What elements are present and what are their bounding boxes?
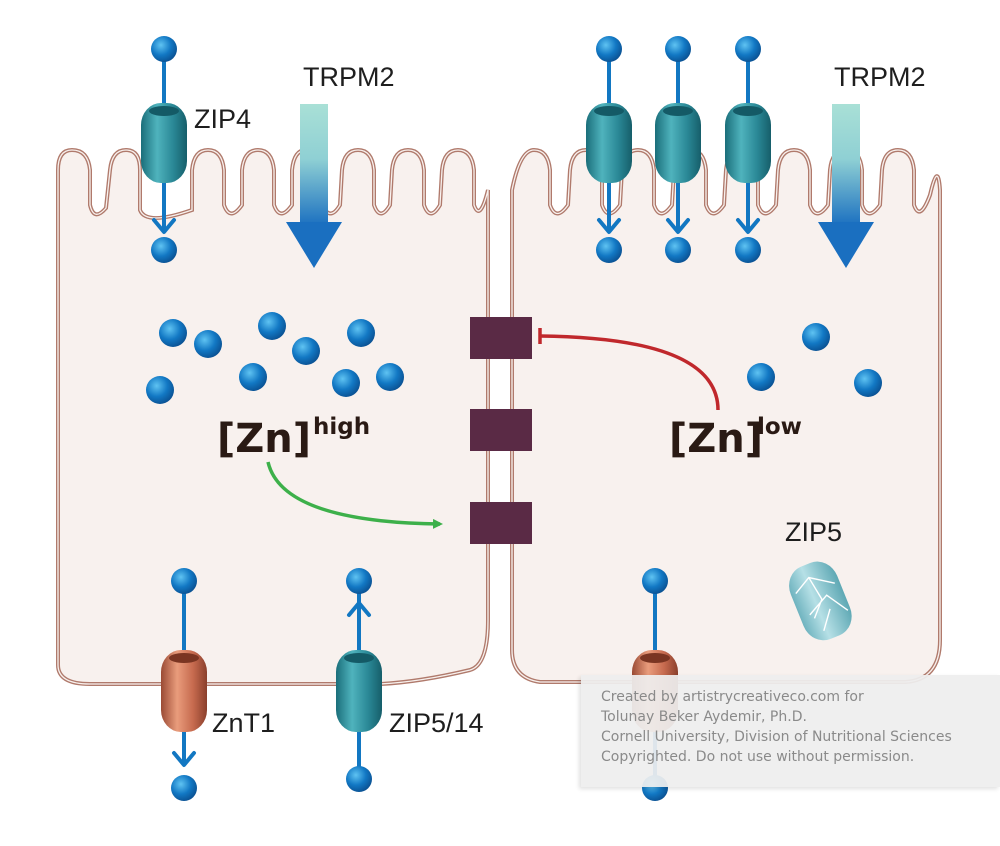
zinc-ion: [665, 36, 691, 62]
znt1-label: ZnT1: [212, 708, 275, 738]
zip4-transporter-right-1: [586, 103, 632, 183]
zinc-ion: [642, 568, 668, 594]
zip4-transporter-right-2: [655, 103, 701, 183]
zip4-transporter-right-3: [725, 103, 771, 183]
zinc-ion: [258, 312, 286, 340]
credit-line-4: Copyrighted. Do not use without permissi…: [601, 749, 915, 765]
zinc-ion: [159, 319, 187, 347]
zn-low-superscript: low: [757, 414, 802, 440]
zinc-ion: [854, 369, 882, 397]
zinc-ion: [239, 363, 267, 391]
credit-line-2: Tolunay Beker Aydemir, Ph.D.: [601, 709, 807, 725]
zinc-ion: [171, 775, 197, 801]
zinc-ion: [735, 36, 761, 62]
zinc-ions: [146, 36, 882, 801]
zinc-ion: [346, 766, 372, 792]
zinc-ion: [376, 363, 404, 391]
zn-low-label: [Zn]: [669, 416, 763, 462]
transport-arrowheads: [152, 218, 760, 767]
zinc-ion: [596, 36, 622, 62]
zip5-14-label: ZIP5/14: [389, 708, 484, 738]
copyright-notice: Created by artistrycreativeco.com for To…: [581, 675, 1000, 787]
trpm2-arrow-right: [818, 104, 874, 268]
zip5-internalized-transporter: [789, 561, 852, 641]
zinc-ion: [346, 568, 372, 594]
zinc-ion: [332, 369, 360, 397]
zinc-ion: [146, 376, 174, 404]
trpm2-label-left: TRPM2: [303, 62, 395, 92]
zn-high-superscript: high: [313, 414, 370, 440]
zip5-label: ZIP5: [785, 517, 842, 547]
tight-junction-middle: [470, 409, 532, 451]
zinc-ion: [747, 363, 775, 391]
zinc-ion: [802, 323, 830, 351]
tight-junction-top: [470, 317, 532, 359]
zn-high-label: [Zn]: [217, 416, 311, 462]
credit-line-1: Created by artistrycreativeco.com for: [601, 689, 864, 705]
zip4-label: ZIP4: [194, 104, 251, 134]
trpm2-arrow-left: [286, 104, 342, 268]
zinc-ion: [171, 568, 197, 594]
credit-line-3: Cornell University, Division of Nutritio…: [601, 729, 952, 745]
trpm2-label-right: TRPM2: [834, 62, 926, 92]
zinc-ion: [292, 337, 320, 365]
activation-arrow: [266, 461, 443, 529]
zip5-14-transporter: [336, 650, 382, 732]
zinc-ion: [194, 330, 222, 358]
zip4-transporter: [141, 103, 187, 183]
zinc-ion: [151, 237, 177, 263]
tight-junction-bottom: [470, 502, 532, 544]
znt1-transporter: [161, 650, 207, 732]
inhibition-arrow: [538, 328, 720, 411]
zinc-ion: [596, 237, 622, 263]
zinc-ion: [347, 319, 375, 347]
zinc-ion: [151, 36, 177, 62]
zinc-ion: [665, 237, 691, 263]
zinc-ion: [735, 237, 761, 263]
